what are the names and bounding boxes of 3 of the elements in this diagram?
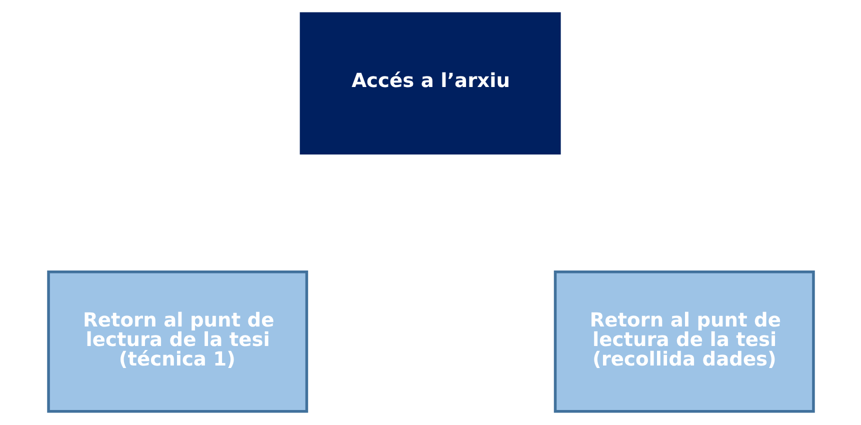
node-box: Retorn al punt de lectura de la tesi (técnica 1) [46,270,308,413]
node-box: Retorn al punt de lectura de la tesi (recollida dades) [553,270,814,413]
node-box: Accés a l’arxiu [299,12,560,154]
